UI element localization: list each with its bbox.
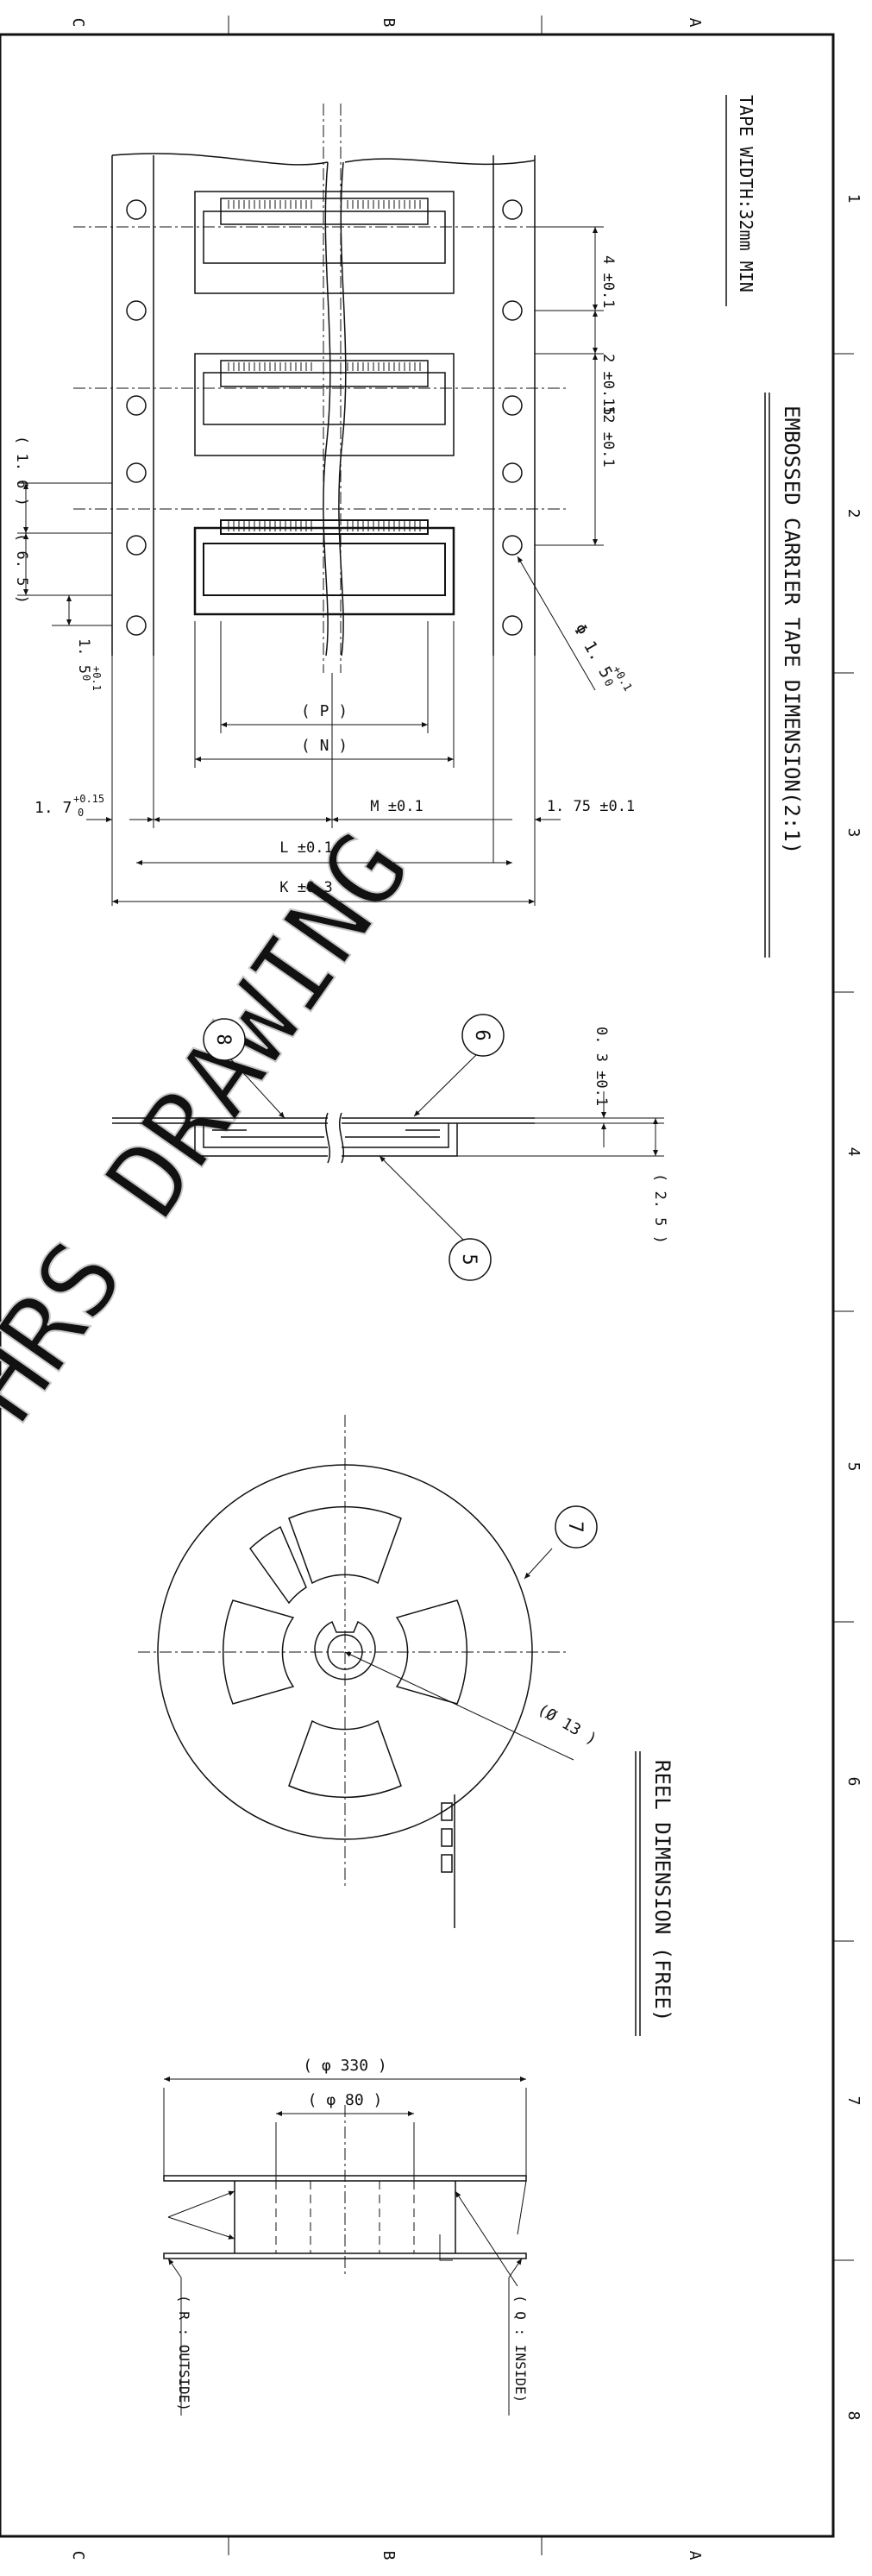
- balloon-8: [203, 1018, 246, 1061]
- zone-number-8: 8: [844, 2411, 863, 2421]
- zone-letter-a-top: A: [686, 18, 704, 28]
- dim-ref-2-5: ( 2. 5 ): [651, 1173, 668, 1244]
- reel-section-title: REEL DIMENSION (FREE): [650, 1760, 674, 2021]
- dim-ref-n: ( N ): [301, 737, 348, 755]
- dim-hole-dia: Φ 1. 5: [570, 621, 616, 682]
- dim-0-3: 0. 3 ±0.1: [593, 1027, 610, 1106]
- balloon-6-label: 6: [471, 1029, 492, 1040]
- watermark: HRS DRAWING: [0, 812, 433, 1442]
- dim-pitch-2: 2 ±0.15: [599, 354, 617, 416]
- dim-k: K ±0.3: [279, 879, 332, 896]
- balloon-7: [555, 1505, 598, 1549]
- zone-number-3: 3: [844, 828, 863, 838]
- dim-outer-dia: ( φ 330 ): [303, 2057, 387, 2075]
- balloon-7-label: 7: [564, 1521, 586, 1532]
- zone-letter-a-bottom: A: [686, 2551, 704, 2560]
- dim-r-outside: ( R : OUTSIDE): [176, 2295, 192, 2411]
- dim-1-7-tol-lower: 0: [78, 807, 84, 819]
- zone-number-1: 1: [844, 194, 863, 204]
- dim-ref-6-5: ( 6. 5 ): [13, 533, 30, 604]
- dim-ref-1-6: ( 1. 6 ): [13, 436, 30, 506]
- dim-hub-dia: (Ø 13 ): [535, 1700, 600, 1749]
- dim-1-5-tol-lower: 0: [80, 675, 92, 681]
- tape-width-note: TAPE WIDTH:32mm MIN: [736, 95, 756, 292]
- tape-pockets: [193, 191, 455, 616]
- zone-number-6: 6: [844, 1777, 863, 1787]
- dim-1-5-tol-upper: +0.1: [91, 666, 103, 691]
- drawing-frame: [0, 16, 854, 2555]
- dim-1-7: 1. 7: [35, 799, 72, 817]
- zone-letter-c-top: C: [69, 18, 87, 28]
- carrier-tape-plan: [111, 153, 536, 657]
- dim-ref-p: ( P ): [301, 702, 348, 720]
- tape-section-title: EMBOSSED CARRIER TAPE DIMENSION(2:1): [780, 405, 804, 854]
- zone-letter-b-top: B: [380, 18, 398, 28]
- zone-number-7: 7: [844, 2096, 863, 2106]
- balloon-5: [449, 1238, 492, 1281]
- dim-1-5: 1. 5: [75, 638, 92, 674]
- balloon-5-label: 5: [458, 1253, 480, 1265]
- dim-hub-outer: ( φ 80 ): [308, 2091, 383, 2109]
- dim-pitch-4: 4 ±0.1: [599, 255, 617, 308]
- zone-letter-c-bottom: C: [69, 2551, 87, 2560]
- dim-1-7-tol-upper: +0.15: [73, 793, 104, 805]
- balloon-8-label: 8: [212, 1034, 234, 1045]
- balloon-6: [461, 1014, 505, 1057]
- dim-m: M ±0.1: [370, 798, 423, 815]
- dim-l: L ±0.1: [279, 839, 332, 857]
- zone-number-2: 2: [844, 509, 863, 518]
- dim-pitch-12: 12 ±0.1: [599, 405, 617, 468]
- dim-q-inside: ( Q : INSIDE): [512, 2295, 529, 2403]
- zone-letter-b-bottom: B: [380, 2551, 398, 2560]
- dim-1-75: 1. 75 ±0.1: [547, 798, 635, 815]
- zone-number-4: 4: [844, 1147, 863, 1157]
- zone-number-5: 5: [844, 1462, 863, 1472]
